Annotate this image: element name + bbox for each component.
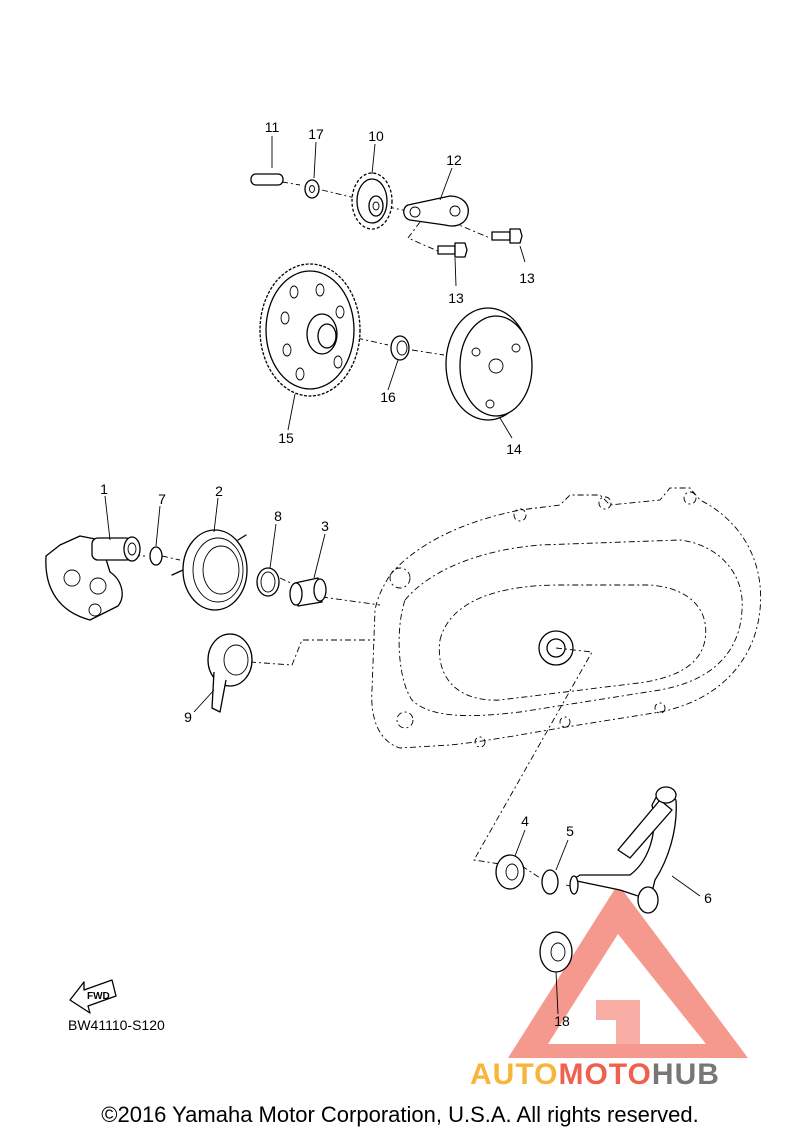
part-9-kick-pinion-gear — [207, 633, 253, 713]
part-7-circlip — [149, 546, 163, 566]
label-4: 4 — [521, 813, 529, 829]
figure-code: BW41110-S120 — [68, 1017, 165, 1033]
label-12: 12 — [446, 152, 462, 168]
watermark-logo — [508, 884, 748, 1058]
copyright-footer: ©2016 Yamaha Motor Corporation, U.S.A. A… — [101, 1102, 699, 1127]
label-18: 18 — [554, 1013, 570, 1029]
part-labels: 11 17 10 12 13 13 15 16 14 1 7 2 8 3 9 4… — [100, 119, 712, 1029]
part-10-gear — [351, 172, 393, 230]
label-11: 11 — [265, 119, 280, 135]
label-14: 14 — [506, 441, 522, 457]
part-17-washer — [304, 179, 320, 199]
label-2: 2 — [215, 483, 223, 499]
part-13-bolt-a — [491, 228, 523, 244]
label-10: 10 — [368, 128, 384, 144]
label-6: 6 — [704, 890, 712, 906]
label-5: 5 — [566, 823, 574, 839]
label-15: 15 — [278, 430, 294, 446]
part-8-washer — [256, 567, 280, 597]
label-13-right: 13 — [519, 270, 535, 286]
label-8: 8 — [274, 508, 282, 524]
part-3-bushing — [289, 577, 327, 607]
part-12-plate — [403, 195, 469, 227]
crankcase-cover — [371, 487, 762, 749]
fwd-label: FWD — [87, 991, 110, 1002]
watermark-moto: MOTO — [558, 1058, 652, 1091]
part-11-pin — [250, 173, 284, 186]
part-4-washer — [495, 854, 525, 890]
label-9: 9 — [184, 709, 192, 725]
label-16: 16 — [380, 389, 396, 405]
part-15-starter-wheel-gear — [259, 263, 361, 397]
label-13-left: 13 — [448, 290, 464, 306]
label-1: 1 — [100, 481, 108, 497]
watermark-wordmark: AUTOMOTOHUB — [470, 1058, 720, 1092]
part-14-starter-clutch — [445, 307, 533, 421]
part-5-circlip — [541, 869, 559, 895]
part-2-kick-spring — [171, 529, 248, 611]
part-1-kick-axle — [45, 535, 141, 621]
part-18-washer — [539, 931, 573, 973]
label-17: 17 — [308, 126, 324, 142]
part-13-bolt-b — [437, 242, 468, 258]
label-7: 7 — [158, 491, 166, 507]
assembly-lines — [114, 181, 593, 889]
fwd-arrow-icon: FWD — [69, 979, 117, 1014]
label-3: 3 — [321, 518, 329, 534]
part-6-kick-crank — [569, 786, 677, 914]
part-16-washer — [390, 335, 410, 361]
watermark-auto: AUTO — [470, 1058, 559, 1091]
watermark-hub: HUB — [651, 1058, 720, 1091]
